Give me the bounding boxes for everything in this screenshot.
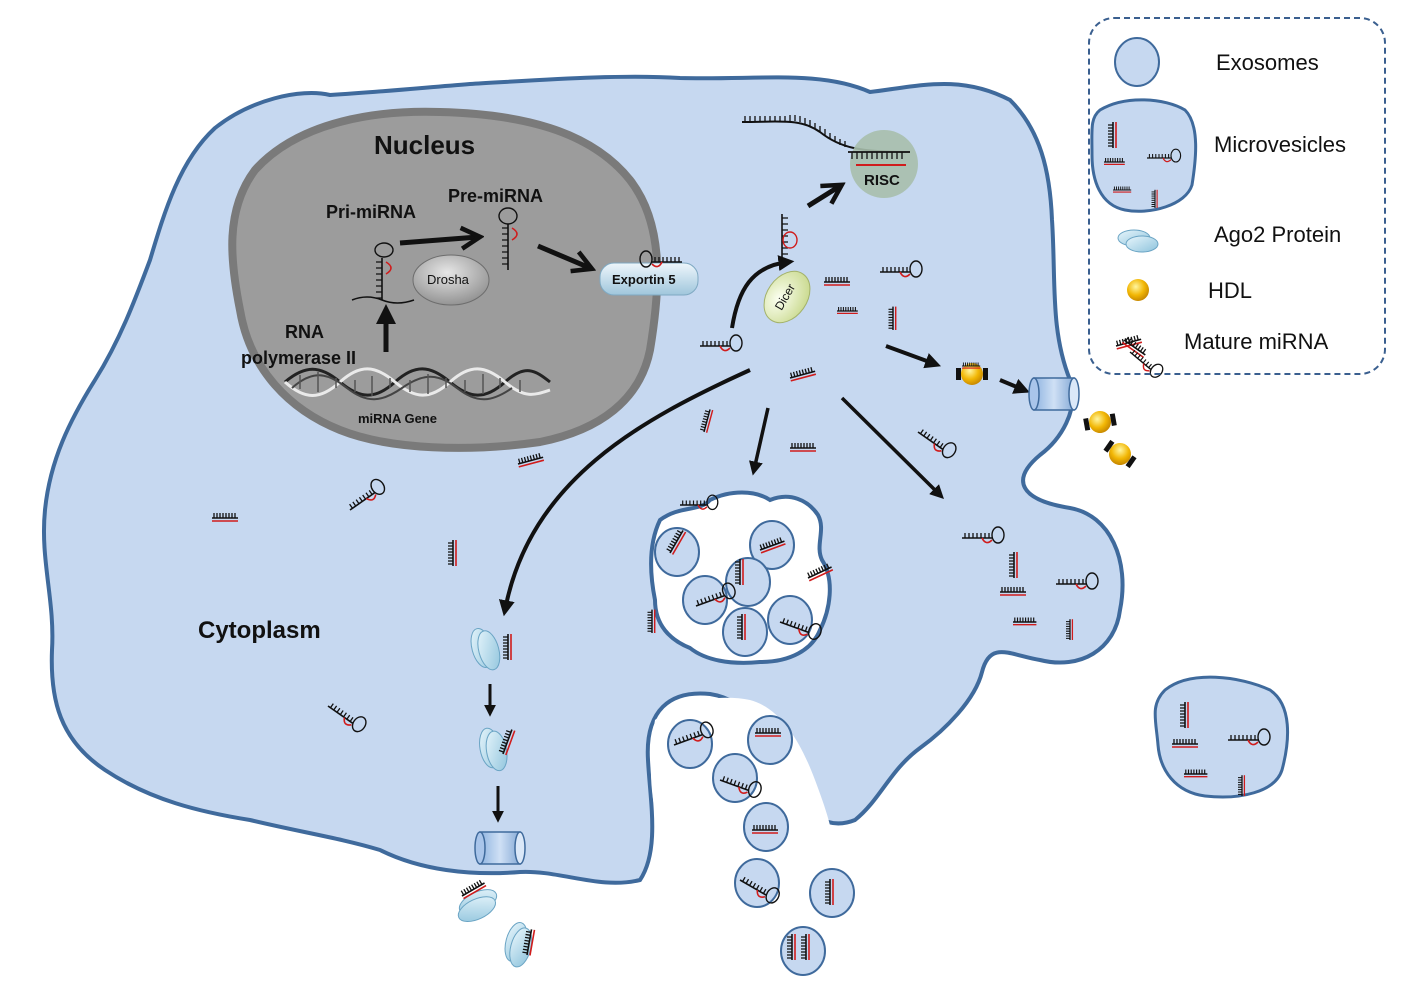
legend-microvesicles-label: Microvesicles: [1214, 132, 1347, 157]
arrow-to-ago2: [498, 368, 751, 617]
legend-ago2-label: Ago2 Protein: [1214, 222, 1342, 247]
arrow-hdl-to-channel: [999, 378, 1030, 394]
drosha-enzyme: [412, 254, 490, 306]
legend-exosome-icon: [1114, 37, 1160, 87]
risc-bound-mirna: [848, 151, 910, 166]
dna-helix: [283, 367, 551, 401]
arrow-to-risc: [806, 186, 840, 209]
arrow-to-hdl: [885, 344, 942, 369]
drosha-label: Drosha: [427, 272, 469, 287]
arrow-dicer: [730, 255, 795, 329]
risc-label: RISC: [864, 172, 900, 189]
nucleus-label: Nucleus: [374, 130, 476, 160]
membrane-channel-right: [1028, 377, 1080, 411]
exportin-label: Exportin 5: [612, 272, 676, 287]
arrow-to-mvb: [749, 407, 770, 476]
cytoplasm-label: Cytoplasm: [198, 617, 321, 644]
legend-box: [1088, 17, 1386, 375]
legend-ago2-icon: [1117, 229, 1159, 253]
dicer-enzyme: [763, 270, 811, 324]
legend-hdl-icon: [1127, 279, 1149, 301]
released-microvesicle: [1153, 675, 1290, 799]
legend-microvesicle-icon: [1090, 98, 1198, 213]
pre-mirna-cytoplasm: [781, 214, 798, 262]
pre-mirna-label: Pre-miRNA: [448, 186, 544, 206]
mirna-gene-label: miRNA Gene: [358, 411, 437, 426]
membrane-channel-bottom: [474, 831, 526, 865]
pre-mirna-hairpin: [498, 207, 518, 270]
arrow-to-microvesicle: [840, 396, 944, 499]
rna-polymerase-label-2: polymerase II: [241, 348, 357, 368]
arrow-pre-to-exportin: [537, 243, 590, 268]
legend-mature-mirna-label: Mature miRNA: [1184, 329, 1329, 354]
legend-exosomes-label: Exosomes: [1216, 50, 1319, 75]
exportin-5: [599, 250, 699, 296]
arrow-pri-to-pre: [399, 237, 478, 243]
rna-polymerase-label-1: RNA: [285, 322, 324, 342]
legend-hdl-label: HDL: [1208, 278, 1253, 303]
pri-mirna-label: Pri-miRNA: [326, 202, 417, 222]
pri-mirna-hairpin: [351, 242, 415, 304]
